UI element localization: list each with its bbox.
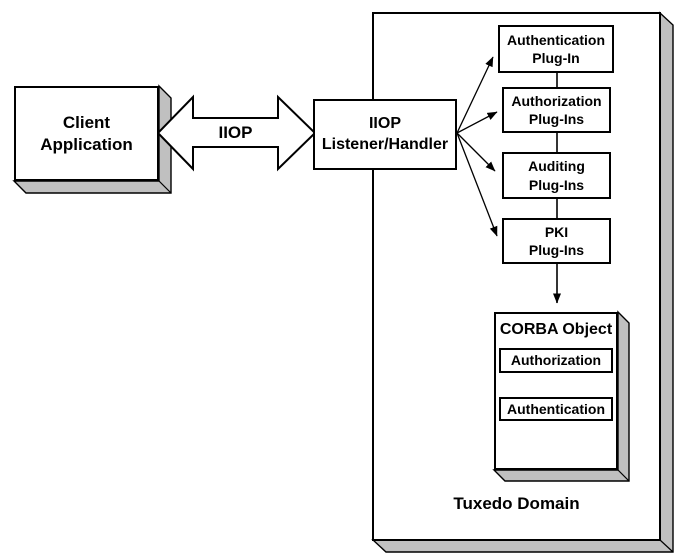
- arrow-to-auditing-plugins: [456, 132, 496, 172]
- arrow-to-pki-plugins: [456, 132, 498, 237]
- client-application-box-shadow-edge: [158, 180, 172, 194]
- corba-authentication-box: Authentication: [499, 397, 613, 421]
- iiop-listener-handler-label-line2: Listener/Handler: [321, 135, 449, 153]
- iiop-listener-handler-label-line1: IIOP: [368, 114, 401, 132]
- authentication-plugin-label-line2: Plug-In: [532, 50, 580, 66]
- auditing-plugins-box: Auditing Plug-Ins: [502, 152, 611, 199]
- authorization-plugins-label-line1: Authorization: [511, 92, 602, 109]
- arrow-to-authentication-plugin: [456, 56, 494, 134]
- client-application-box: Client Application: [14, 86, 159, 181]
- authentication-plugin-box: Authentication Plug-In: [498, 25, 614, 73]
- authentication-plugin-label-line1: Authentication: [507, 31, 605, 48]
- client-application-label-line1: Client: [62, 113, 111, 133]
- auditing-plugins-label-line1: Auditing: [528, 158, 585, 175]
- authorization-plugins-box: Authorization Plug-Ins: [502, 87, 611, 133]
- corba-object-box: CORBA Object Authorization Authenticatio…: [494, 312, 618, 470]
- corba-object-box-shadow-edge: [617, 469, 630, 482]
- auditing-plugins-label-line2: Plug-Ins: [528, 176, 585, 193]
- pki-plugins-label-line2: Plug-Ins: [528, 242, 585, 258]
- arrow-to-authorization-plugins: [456, 111, 498, 134]
- pki-plugins-label-line1: PKI: [544, 223, 569, 240]
- corba-object-title: CORBA Object: [499, 321, 613, 338]
- corba-authorization-label: Authorization: [510, 352, 602, 369]
- iiop-arrow-label: IIOP: [218, 123, 253, 142]
- authorization-plugins-label-line2: Plug-Ins: [528, 111, 585, 127]
- pki-plugins-box: PKI Plug-Ins: [502, 218, 611, 264]
- tuxedo-domain-box-shadow-edge: [659, 539, 674, 553]
- tuxedo-domain-label: Tuxedo Domain: [453, 494, 580, 513]
- corba-authentication-label: Authentication: [507, 400, 605, 417]
- iiop-listener-handler-box: IIOP Listener/Handler: [313, 99, 457, 170]
- client-application-label-line2: Application: [40, 134, 133, 154]
- corba-authorization-box: Authorization: [499, 348, 613, 373]
